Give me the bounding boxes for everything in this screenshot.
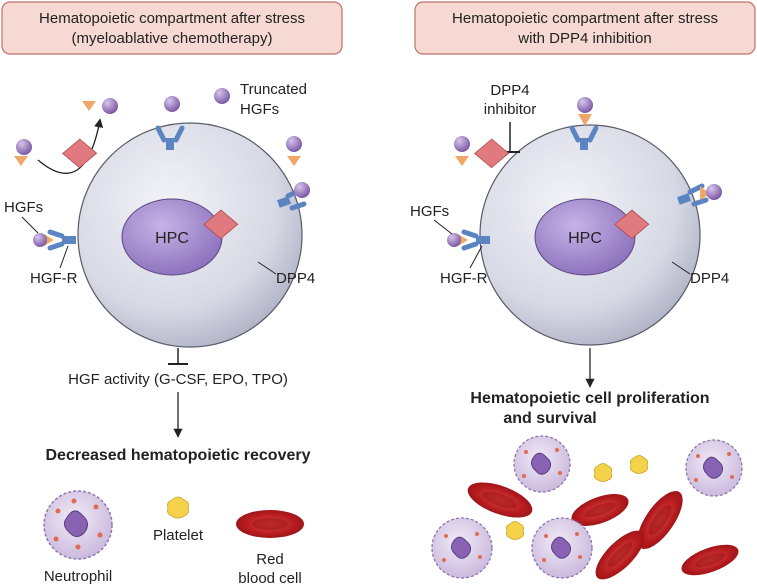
left-cleaved-triangle [82, 101, 96, 111]
left-outcome-label: Decreased hematopoietic recovery [45, 447, 310, 464]
right-hpc-label: HPC [568, 230, 602, 247]
right-side-triangle [700, 186, 710, 200]
right-outcome-line1: Hematopoietic cell proliferation [470, 390, 709, 407]
right-cell-cluster [431, 435, 743, 580]
right-inhibitor-line2: inhibitor [484, 101, 537, 118]
left-hgf-ball-bound [33, 233, 47, 247]
legend-neutrophil-label: Neutrophil [44, 568, 112, 585]
left-dpp4-leader [257, 261, 277, 275]
platelet-3 [506, 521, 524, 540]
left-panel: Hematopoietic compartment after stress (… [1, 1, 343, 464]
right-dpp4-right [614, 209, 650, 240]
left-hgfs-label: HGFs [4, 199, 43, 216]
right-header-box [414, 1, 756, 55]
right-inhibitor-line1: DPP4 [490, 82, 529, 99]
left-hpc-label: HPC [155, 230, 189, 247]
neutrophil-3 [431, 517, 493, 579]
legend-rbc-center [252, 518, 288, 530]
right-hgfr-leader [469, 245, 483, 269]
right-dpp4-label: DPP4 [690, 270, 729, 287]
right-header-line1: Hematopoietic compartment after stress [452, 10, 718, 27]
rbc-3 [571, 494, 629, 526]
right-side-ball [706, 184, 722, 200]
left-hgf-receptor [47, 229, 76, 251]
rbc-5 [681, 544, 739, 576]
right-free-triangle [455, 156, 469, 166]
right-hgfs-leader [433, 219, 453, 235]
right-outcome-line2: and survival [503, 410, 596, 427]
left-hgfr-leader [59, 245, 69, 269]
rbc-2 [637, 491, 683, 549]
right-hgfr-label: HGF-R [440, 270, 488, 287]
legend-rbc-label-2: blood cell [238, 570, 301, 587]
left-hgf-triangle-bound [44, 234, 54, 246]
neutrophil-1 [513, 435, 571, 493]
right-hgf-ball-bound [447, 233, 461, 247]
neutrophil-4 [531, 517, 593, 579]
right-hgfs-label: HGFs [410, 203, 449, 220]
right-hgf-triangle-bound [458, 234, 468, 246]
legend-neutrophil-icon [43, 490, 113, 560]
left-truncated-line1: Truncated [240, 81, 307, 98]
left-cleaved-triangle-2 [14, 156, 28, 166]
left-dpp4-right [203, 209, 239, 240]
legend: Neutrophil Platelet Red blood cell [43, 490, 304, 587]
platelet-1 [594, 463, 612, 482]
left-hgfr-label: HGF-R [30, 270, 78, 287]
right-dpp4-leader [671, 261, 691, 275]
right-hpc-nucleus [534, 198, 636, 276]
right-top-triangle [578, 114, 592, 126]
left-dpp4-label: DPP4 [276, 270, 315, 287]
rbc-4 [595, 530, 645, 580]
left-header-line1: Hematopoietic compartment after stress [39, 10, 305, 27]
left-cleavage-arrow [37, 118, 104, 174]
right-free-ball [454, 136, 470, 152]
left-truncated-line2: HGFs [240, 101, 279, 118]
left-triangle-free [287, 156, 301, 166]
left-cleaved-ball [102, 98, 118, 114]
left-hgf-ball-lower [16, 139, 32, 155]
left-receptor-top [155, 125, 185, 150]
left-truncated-hgf-ball [214, 88, 230, 104]
legend-platelet-icon [167, 496, 189, 519]
right-header-line2: with DPP4 inhibition [517, 30, 651, 47]
rbc-1 [467, 482, 533, 518]
neutrophil-2 [685, 439, 743, 497]
legend-rbc-label-1: Red [256, 551, 284, 568]
right-hgf-receptor [461, 229, 490, 251]
right-receptor-top [569, 125, 599, 150]
right-top-ball [577, 97, 593, 113]
legend-platelet-label: Platelet [153, 527, 204, 544]
left-dpp4-top [62, 138, 98, 169]
left-hgf-ball-right [294, 182, 310, 198]
left-hgfs-leader [21, 216, 39, 234]
left-hgf-ball-top [164, 96, 180, 112]
left-header-box [1, 1, 343, 55]
right-dpp4-top [474, 138, 510, 169]
right-panel: Hematopoietic compartment after stress w… [410, 1, 756, 427]
left-header-line2: (myeloablative chemotherapy) [72, 30, 273, 47]
left-activity-label: HGF activity (G-CSF, EPO, TPO) [68, 371, 288, 388]
left-hgf-ball-free [286, 136, 302, 152]
platelet-2 [630, 455, 648, 474]
